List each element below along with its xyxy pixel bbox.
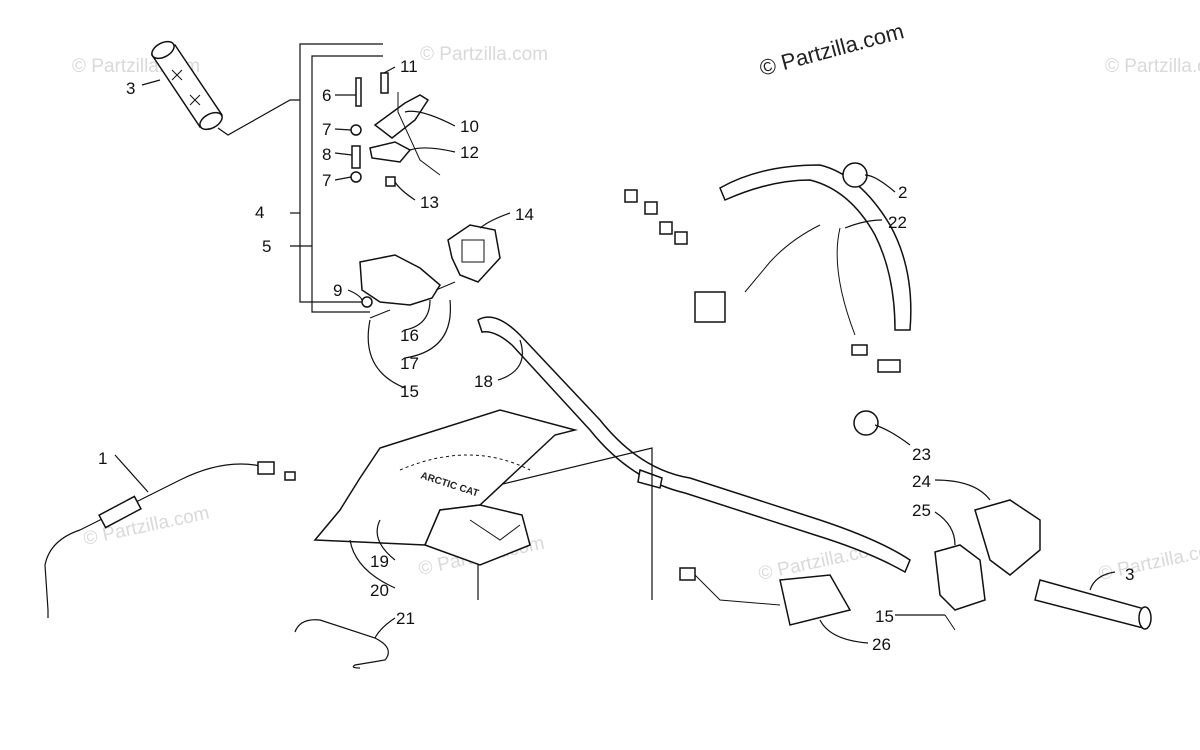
callout-14: 14 bbox=[515, 205, 534, 224]
throttle-housing-part bbox=[359, 254, 456, 319]
callout-7: 7 bbox=[322, 120, 331, 139]
watermark-text: © Partzilla.com bbox=[1105, 56, 1200, 77]
callout-15: 15 bbox=[400, 382, 419, 401]
callout-23: 23 bbox=[912, 445, 931, 464]
watermarks: © Partzilla.com © Partzilla.com © Partzi… bbox=[72, 44, 1200, 585]
callout-2: 2 bbox=[898, 183, 907, 202]
callout-24: 24 bbox=[912, 472, 931, 491]
right-switch-part bbox=[934, 499, 1041, 611]
callout-1: 1 bbox=[98, 449, 107, 468]
callout-19: 19 bbox=[370, 552, 389, 571]
callout-6: 6 bbox=[322, 86, 331, 105]
callout-25: 25 bbox=[912, 501, 931, 520]
ring-clamp-part bbox=[842, 162, 868, 188]
left-grip-part bbox=[150, 40, 224, 131]
assembly-bracket bbox=[290, 43, 383, 313]
callout-16: 16 bbox=[400, 326, 419, 345]
callout-18: 18 bbox=[474, 372, 493, 391]
callout-21: 21 bbox=[396, 609, 415, 628]
callout-20: 20 bbox=[370, 581, 389, 600]
callout-3: 3 bbox=[126, 79, 135, 98]
throttle-cable-part bbox=[44, 461, 296, 618]
wire-clip-part bbox=[294, 619, 389, 669]
right-grip-part bbox=[1034, 579, 1152, 630]
callout-5: 5 bbox=[262, 237, 271, 256]
callout-15: 15 bbox=[875, 607, 894, 626]
callout-4: 4 bbox=[255, 203, 264, 222]
leader-lines bbox=[114, 66, 1116, 644]
switch-housing-part bbox=[447, 224, 501, 283]
callout-3: 3 bbox=[1125, 565, 1134, 584]
callout-8: 8 bbox=[322, 145, 331, 164]
throttle-lever-parts bbox=[350, 72, 441, 187]
callout-12: 12 bbox=[460, 143, 479, 162]
callout-26: 26 bbox=[872, 635, 891, 654]
callout-11: 11 bbox=[400, 57, 418, 76]
callout-17: 17 bbox=[400, 354, 419, 373]
callout-7: 7 bbox=[322, 171, 331, 190]
ring-clamp-part bbox=[853, 410, 879, 436]
callout-labels: 1 2 3 3 4 5 6 7 7 8 9 10 11 12 13 14 15 … bbox=[98, 57, 1134, 654]
callout-9: 9 bbox=[333, 281, 342, 300]
copyright-text: © Partzilla.com bbox=[757, 18, 907, 81]
heater-element-part bbox=[679, 567, 852, 626]
watermark-text: © Partzilla.com bbox=[82, 503, 212, 550]
callout-13: 13 bbox=[420, 193, 439, 212]
wiring-harness-part bbox=[624, 164, 912, 373]
watermark-text: © Partzilla.com bbox=[1097, 538, 1200, 585]
callout-22: 22 bbox=[888, 213, 907, 232]
callout-10: 10 bbox=[460, 117, 479, 136]
watermark-text: © Partzilla.com bbox=[420, 44, 548, 65]
handlebar-pad-part: ARCTIC CAT bbox=[313, 409, 578, 566]
